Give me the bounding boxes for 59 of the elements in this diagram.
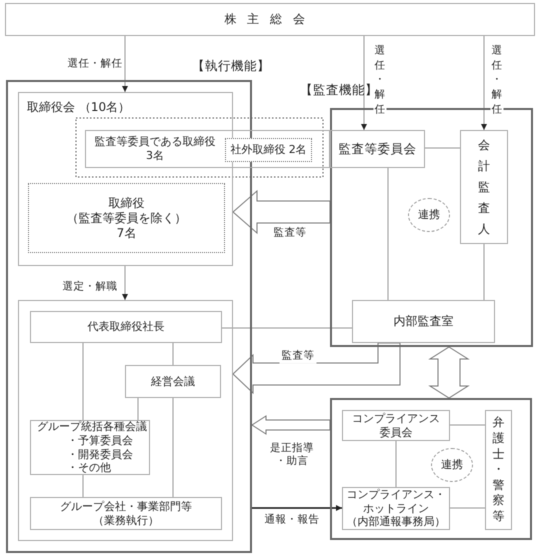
block-arrow [251,415,330,435]
box-label: 代表取締役社長 [88,320,164,334]
block-arrow [232,190,330,234]
org-box [330,130,425,168]
link-bubble [431,448,473,482]
org-box [125,365,221,398]
list-item: ・開発委員会 [66,448,133,462]
box-label: グループ会社・事業部門等 [60,500,192,514]
arrow [361,36,367,130]
org-box [18,300,233,541]
arrow [252,505,342,511]
box-label: 7名 [116,226,136,240]
org-box [30,311,222,343]
org-box [460,130,508,244]
box-label: 取締役会 （10名） [27,100,130,115]
box-label: （内部通報事務局） [346,515,446,530]
link-bubble [408,198,450,232]
connector-line [450,424,486,426]
box-label: 株主総会 [224,12,316,27]
list-item: ・予算委員会 [66,434,133,448]
arrow [122,266,128,300]
box-label: 3名 [146,149,164,163]
org-box [5,3,535,36]
box-label: 社外取締役 2名 [230,143,307,157]
connector-line [82,342,84,420]
arrow [122,36,128,92]
org-box [342,410,450,441]
function-frame [330,398,532,540]
edge-label: 監査等 [280,348,316,364]
box-label: グループ統括各種会議 [37,420,147,434]
dotted-box [28,183,225,253]
org-box [85,130,330,168]
org-box [30,497,222,530]
dotted-box [225,138,312,162]
box-label: （監査等委員を除く） [66,210,186,226]
box-label: 弁護士・警察等 [492,415,505,525]
connector-line [172,398,174,498]
block-arrow [232,342,400,394]
box-label: コンプライアンス・ホットライン [345,488,446,516]
arrow [481,36,487,130]
box-label: 監査等委員である取締役 [94,135,216,149]
box-label: 監査等委員会 [338,141,416,157]
box-label: コンプライアンス委員会 [350,412,441,440]
box-label: 経営会議 [151,374,195,388]
box-label: （業務執行） [93,514,159,528]
box-label: 連携 [441,458,463,472]
org-box [352,300,495,343]
connector-line [172,342,174,366]
block-arrow [428,346,470,399]
connector-line [82,474,84,498]
box-label: 会計監査人 [478,136,490,238]
org-box [485,410,512,530]
list-item: ・その他 [66,461,111,475]
org-box [342,487,450,530]
org-box [30,420,150,475]
box-label: 内部監査室 [394,314,454,329]
box-label: 連携 [418,208,440,222]
frame-heading: 【執行機能】 [192,58,270,74]
box-label: 取締役 [108,196,144,210]
